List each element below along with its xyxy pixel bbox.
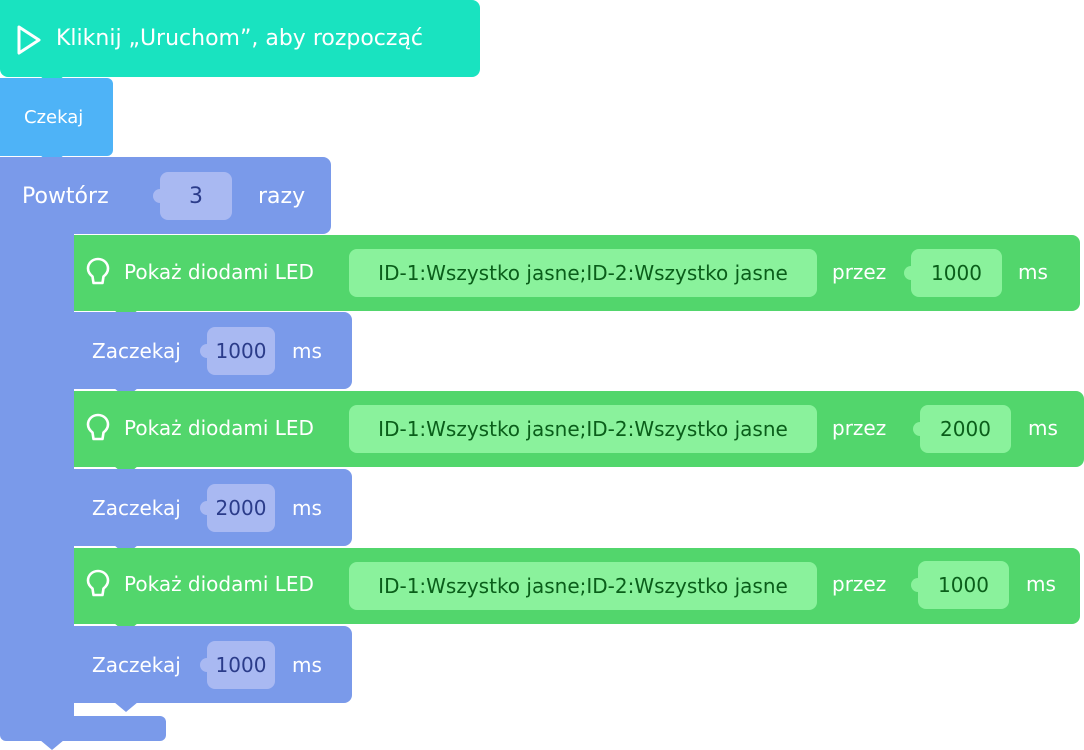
start-label: Kliknij „Uruchom”, aby rozpocząć <box>56 26 424 51</box>
wait-block[interactable]: Zaczekaj 1000 ms <box>74 312 352 398</box>
led-block-label: Pokaż diodami LED <box>124 416 314 440</box>
repeat-label: Powtórz <box>22 184 109 209</box>
repeat-count-value: 3 <box>189 183 203 209</box>
led-unit-label: ms <box>1028 416 1058 440</box>
wait-unit-label: ms <box>292 339 322 363</box>
wait-event-label: Czekaj <box>24 107 84 128</box>
led-duration-input[interactable]: 1000 <box>904 249 1002 297</box>
wait-duration-input[interactable]: 1000 <box>200 327 275 375</box>
led-block[interactable]: Pokaż diodami LED ID-1:Wszystko jasne;ID… <box>74 391 1084 476</box>
play-icon <box>17 25 41 55</box>
wait-label: Zaczekaj <box>92 653 181 677</box>
wait-unit-label: ms <box>292 496 322 520</box>
led-pattern-field[interactable]: ID-1:Wszystko jasne;ID-2:Wszystko jasne <box>349 562 817 610</box>
repeat-block-arm <box>0 233 74 723</box>
wait-duration-value: 1000 <box>215 653 267 677</box>
repeat-block[interactable]: Powtórz 3 razy <box>0 157 331 234</box>
wait-label: Zaczekaj <box>92 496 181 520</box>
wait-duration-value: 2000 <box>215 496 267 520</box>
led-duration-value: 1000 <box>931 261 982 285</box>
lightbulb-icon <box>86 569 110 597</box>
led-for-label: przez <box>832 416 887 440</box>
wait-unit-label: ms <box>292 653 322 677</box>
repeat-block-footer <box>0 716 166 750</box>
wait-block[interactable]: Zaczekaj 1000 ms <box>74 626 352 712</box>
led-block[interactable]: Pokaż diodami LED ID-1:Wszystko jasne;ID… <box>74 548 1080 633</box>
repeat-times-label: razy <box>258 184 306 209</box>
led-duration-input[interactable]: 1000 <box>911 561 1009 609</box>
led-block-label: Pokaż diodami LED <box>124 260 314 284</box>
lightbulb-icon <box>86 257 110 285</box>
start-block[interactable]: Kliknij „Uruchom”, aby rozpocząć <box>0 0 480 86</box>
led-pattern-field[interactable]: ID-1:Wszystko jasne;ID-2:Wszystko jasne <box>349 405 817 453</box>
repeat-count-input[interactable]: 3 <box>153 172 232 220</box>
wait-duration-value: 1000 <box>215 339 267 363</box>
led-block-label: Pokaż diodami LED <box>124 572 314 596</box>
led-duration-value: 2000 <box>940 417 991 441</box>
led-for-label: przez <box>832 572 887 596</box>
led-pattern-field[interactable]: ID-1:Wszystko jasne;ID-2:Wszystko jasne <box>349 249 817 297</box>
wait-duration-input[interactable]: 1000 <box>200 641 275 689</box>
wait-block[interactable]: Zaczekaj 2000 ms <box>74 469 352 555</box>
led-unit-label: ms <box>1026 572 1056 596</box>
led-pattern-value: ID-1:Wszystko jasne;ID-2:Wszystko jasne <box>378 417 788 441</box>
led-unit-label: ms <box>1018 260 1048 284</box>
wait-label: Zaczekaj <box>92 339 181 363</box>
led-duration-input[interactable]: 2000 <box>913 405 1011 453</box>
led-duration-value: 1000 <box>938 573 989 597</box>
led-for-label: przez <box>832 260 887 284</box>
led-block[interactable]: Pokaż diodami LED ID-1:Wszystko jasne;ID… <box>74 235 1080 320</box>
wait-event-block[interactable]: Czekaj <box>0 78 113 165</box>
led-pattern-value: ID-1:Wszystko jasne;ID-2:Wszystko jasne <box>378 574 788 598</box>
led-pattern-value: ID-1:Wszystko jasne;ID-2:Wszystko jasne <box>378 261 788 285</box>
wait-duration-input[interactable]: 2000 <box>200 484 275 532</box>
lightbulb-icon <box>86 413 110 441</box>
